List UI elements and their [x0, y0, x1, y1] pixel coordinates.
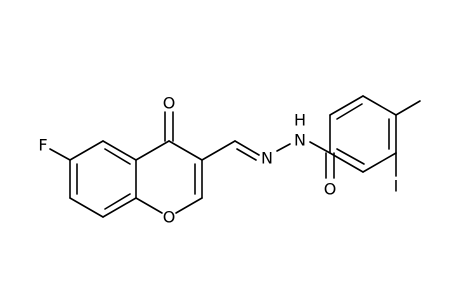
bond — [362, 152, 397, 173]
pyranone-ring — [135, 111, 203, 214]
amide-nitrogen-label: N — [294, 131, 306, 150]
ring-oxygen-label: O — [163, 208, 176, 227]
bond — [104, 193, 131, 210]
bond — [329, 95, 364, 116]
bond — [175, 197, 203, 214]
fluorine-label: F — [38, 136, 47, 155]
bond — [69, 140, 104, 161]
bond — [236, 148, 257, 161]
bond — [104, 148, 131, 165]
bond — [234, 140, 260, 156]
bond — [69, 197, 104, 218]
bond — [395, 100, 421, 116]
imine-nitrogen-label: N — [261, 149, 273, 168]
benzo-ring — [69, 140, 137, 218]
bond — [276, 143, 291, 152]
bond — [135, 197, 163, 214]
bond — [49, 148, 71, 161]
bond — [168, 140, 203, 161]
bond — [336, 103, 363, 120]
amide-hydrogen-label: H — [294, 111, 306, 130]
bond — [309, 141, 331, 154]
amide-oxygen-label: O — [324, 180, 337, 199]
bond — [102, 197, 137, 218]
bond — [102, 140, 137, 161]
benzamide-ring — [329, 95, 397, 173]
bond — [329, 152, 364, 173]
carbonyl-oxygen-label: O — [163, 94, 176, 113]
iodine-label: I — [394, 177, 399, 196]
bond — [336, 148, 365, 165]
bond — [135, 140, 170, 161]
bond — [201, 140, 236, 161]
hydrazone-chain — [201, 140, 331, 161]
bond — [362, 95, 397, 116]
